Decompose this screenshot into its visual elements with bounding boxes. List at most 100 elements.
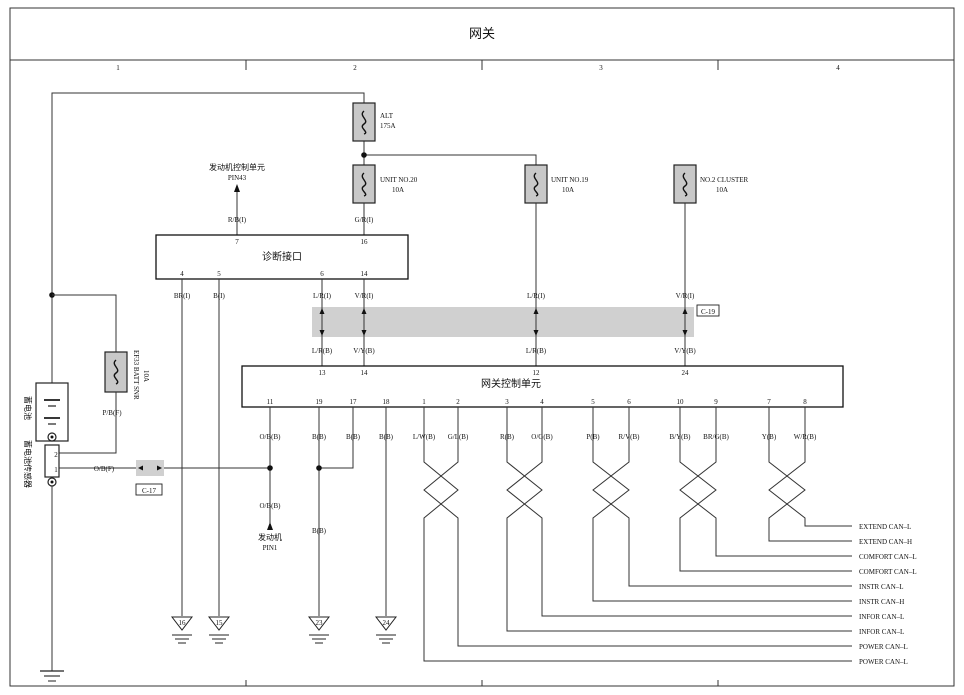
fuse-unit-20: UNIT NO.20 10A — [352, 164, 418, 204]
fuse-unit-19: UNIT NO.19 10A — [524, 164, 589, 204]
connector-c19: C-19 — [312, 304, 720, 337]
can-label: POWER CAN–L — [859, 658, 908, 666]
pin-number: 18 — [383, 398, 391, 406]
fuse-no2-cluster: NO.2 CLUSTER 10A — [673, 164, 749, 204]
zone-label: 3 — [599, 64, 603, 72]
can-label: INFOR CAN–L — [859, 628, 904, 636]
pin-number: 13 — [319, 369, 327, 377]
pin-number: 12 — [533, 369, 541, 377]
wire-label: B(B) — [312, 527, 327, 535]
zone-label: 4 — [836, 64, 840, 72]
ground-points: 16 15 23 24 — [170, 616, 398, 644]
ground-16: 16 — [170, 616, 194, 644]
pin-number: 24 — [682, 369, 690, 377]
ground-24: 24 — [374, 616, 398, 644]
wire-label: V/Y(B) — [353, 347, 375, 355]
can-label: INFOR CAN–L — [859, 613, 904, 621]
fuse-rating: 10A — [716, 186, 728, 194]
can-wire — [679, 407, 852, 557]
pin-number: 10 — [677, 398, 685, 406]
ground-15: 15 — [207, 616, 231, 644]
wire-label: L/R(B) — [312, 347, 333, 355]
can-wire — [768, 407, 852, 527]
battery-sensor — [44, 444, 60, 478]
pin-number: 3 — [505, 398, 509, 406]
battery-sensor-label: 蓄电池传感器 — [23, 440, 33, 488]
wire-label: L/R(I) — [527, 292, 546, 300]
wire-label: B(B) — [312, 433, 327, 441]
can-feed-wires: L/R(I) V/R(I) L/R(I) V/R(I) L/R(B) V/Y(B… — [312, 203, 696, 366]
can-label: INSTR CAN–H — [859, 598, 904, 606]
fuse-name: UNIT NO.20 — [380, 176, 418, 184]
battery-assembly: 2 1 蓄电池 蓄电池传感器 — [23, 382, 69, 682]
pin-number: 7 — [767, 398, 771, 406]
wire-label: V/R(I) — [355, 292, 374, 300]
pin-number: 17 — [350, 398, 358, 406]
fuse-alt: ALT 175A — [352, 102, 396, 142]
pin-number: 6 — [627, 398, 631, 406]
ecm-label: 发动机控制单元 — [209, 162, 265, 172]
connector-label: C-19 — [701, 308, 716, 316]
gateway-control-unit: 网关控制单元 13 14 12 24 11 19 17 18 1 2 3 4 5… — [241, 365, 844, 408]
battery-feed-wires — [49, 92, 537, 383]
can-wire — [506, 407, 852, 617]
connector-label: C-17 — [142, 487, 157, 495]
wire-label: BR(I) — [174, 292, 191, 300]
pin-number: 2 — [54, 451, 58, 459]
wire-label: G/R(I) — [355, 216, 374, 224]
ecm-reference: 发动机控制单元 PIN43 R/B(I) — [209, 162, 265, 235]
pin-number: 7 — [235, 238, 239, 246]
fuse-ef33: EF33 BATT SNR 10A — [104, 350, 150, 400]
zone-label: 1 — [116, 64, 120, 72]
pin-number: 5 — [591, 398, 595, 406]
can-wire — [679, 407, 852, 572]
zone-markers: 1 2 3 4 — [116, 60, 840, 686]
diag-ground-wires: BR(I) B(I) — [174, 279, 225, 616]
can-wire — [592, 407, 852, 587]
wire-label: P/B(F) — [102, 409, 122, 417]
diag-label: 诊断接口 — [262, 250, 302, 263]
pin-number: 5 — [217, 270, 221, 278]
sensor-wires: P/B(F) O/B(F) C-17 — [59, 392, 270, 496]
can-wire — [768, 407, 852, 542]
fuse-name: EF33 BATT SNR — [132, 350, 140, 400]
pin-number: 1 — [54, 466, 58, 474]
fuse-rating: 10A — [562, 186, 574, 194]
ecm-pin: PIN43 — [228, 174, 247, 182]
zone-label: 2 — [353, 64, 357, 72]
pin-number: 19 — [316, 398, 324, 406]
pin-number: 8 — [803, 398, 807, 406]
svg-text:24: 24 — [383, 619, 391, 627]
can-line-labels: EXTEND CAN–L EXTEND CAN–H COMFORT CAN–L … — [859, 523, 917, 666]
diagnostic-connector: 诊断接口 7 16 4 5 6 14 — [155, 234, 409, 280]
pin-number: 6 — [320, 270, 324, 278]
can-label: POWER CAN–L — [859, 643, 908, 651]
wire-label: R/B(I) — [228, 216, 247, 224]
wire-label: B(B) — [346, 433, 361, 441]
pin-number: 14 — [361, 270, 369, 278]
pin-number: 11 — [267, 398, 274, 406]
gateway-label: 网关控制单元 — [481, 377, 541, 390]
can-label: COMFORT CAN–L — [859, 553, 917, 561]
svg-text:23: 23 — [316, 619, 324, 627]
pin-number: 1 — [422, 398, 426, 406]
diagram-title: 网关 — [469, 26, 495, 41]
gateway-ground-wires: O/B(B) O/B(B) 发动机 PIN1 B(B) B(B) B(B) B(… — [258, 407, 394, 616]
engine-label: 发动机 — [258, 532, 282, 542]
can-bus-pairs: L/W(B) G/L(B) R(B) O/G(B) P(B) R/V(B) B/… — [413, 407, 852, 662]
fuse-rating: 10A — [392, 186, 404, 194]
pin-number: 4 — [180, 270, 184, 278]
can-wire — [423, 407, 852, 662]
pin-number: 9 — [714, 398, 718, 406]
can-wire — [423, 407, 852, 647]
pin-number: 14 — [361, 369, 369, 377]
wire-label: V/R(I) — [676, 292, 695, 300]
wire-label: B(B) — [379, 433, 394, 441]
wire-label: L/R(B) — [526, 347, 547, 355]
svg-text:15: 15 — [216, 619, 224, 627]
wire-label: O/B(F) — [94, 465, 115, 473]
ground-23: 23 — [307, 616, 331, 644]
diagram-frame — [9, 7, 955, 687]
can-label: INSTR CAN–L — [859, 583, 904, 591]
